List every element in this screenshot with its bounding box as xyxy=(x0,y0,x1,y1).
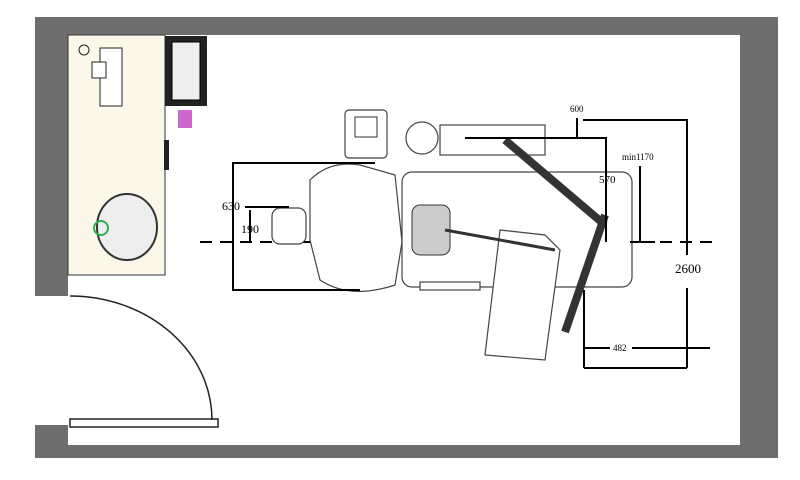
lamp-head xyxy=(405,121,439,155)
backrest xyxy=(309,163,403,293)
dim-630-label: 630 xyxy=(222,199,240,213)
seat-cushion xyxy=(484,229,561,361)
dimensions xyxy=(232,118,710,369)
sink-basin xyxy=(96,193,158,261)
headrest xyxy=(271,207,307,245)
dim-190-label: 190 xyxy=(241,222,259,236)
dim-482-label: 482 xyxy=(613,343,627,353)
cabinet-counter xyxy=(67,34,207,276)
tap-icon xyxy=(78,44,90,56)
door-swing-arc xyxy=(69,295,213,421)
sink-tap-icon xyxy=(93,220,109,236)
dim-min1170-label: min1170 xyxy=(622,152,654,162)
seat-control xyxy=(411,204,451,256)
dental-chair xyxy=(271,109,633,361)
instrument-arm xyxy=(439,124,546,156)
door-leaf xyxy=(69,418,219,428)
dim-2600-label: 2600 xyxy=(675,261,701,276)
arm-rod xyxy=(502,136,608,229)
dim-600-label: 600 xyxy=(570,104,584,114)
purple-fixture xyxy=(178,110,192,128)
dim-570-label: 570 xyxy=(599,174,616,186)
door xyxy=(69,295,219,428)
door-opening xyxy=(35,296,69,425)
arm-rod-lower xyxy=(561,213,609,334)
dimension-labels: 630 190 600 570 min1170 2600 482 xyxy=(222,104,701,353)
